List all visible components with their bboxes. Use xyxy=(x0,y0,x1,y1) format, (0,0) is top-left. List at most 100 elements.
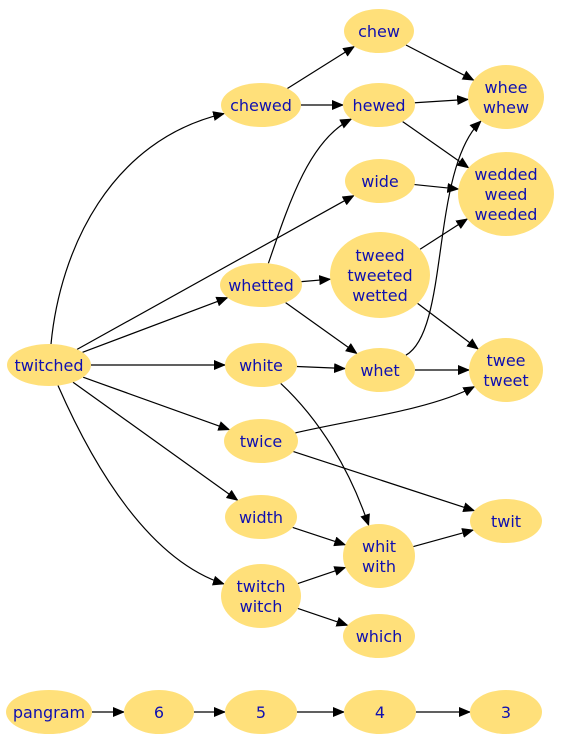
node-n6: 6 xyxy=(124,690,194,734)
node-label: tweet xyxy=(483,371,528,390)
node-ellipse xyxy=(225,343,297,387)
node-whetted: whetted xyxy=(220,263,302,307)
node-label: chew xyxy=(358,22,400,41)
node-ellipse xyxy=(458,152,554,236)
node-label: 6 xyxy=(154,703,164,722)
node-ellipse xyxy=(7,344,91,386)
node-label: twee xyxy=(486,351,525,370)
node-label: weeded xyxy=(475,205,538,224)
node-label: whet xyxy=(360,361,399,380)
edge-width-to-whitwith xyxy=(292,526,347,547)
node-label: wetted xyxy=(352,286,407,305)
node-label: wedded xyxy=(474,165,537,184)
node-n4: 4 xyxy=(344,690,416,734)
node-label: 4 xyxy=(375,703,385,722)
node-label: whee xyxy=(485,78,528,97)
node-ellipse xyxy=(470,690,542,734)
edge-chew-to-wheewhew xyxy=(405,44,475,81)
edge-whitwith-to-twit xyxy=(413,528,475,548)
node-ellipse xyxy=(470,499,542,543)
node-label: which xyxy=(356,627,403,646)
edge-tweed-to-wedded xyxy=(419,218,469,250)
node-label: pangram xyxy=(13,703,85,722)
node-label: witch xyxy=(240,597,283,616)
node-label: width xyxy=(239,508,283,527)
node-ellipse xyxy=(343,83,415,127)
node-label: twit xyxy=(491,512,521,531)
node-ellipse xyxy=(343,614,415,658)
node-label: hewed xyxy=(352,96,405,115)
edge-hewed-to-wheewhew xyxy=(414,95,470,106)
node-label: white xyxy=(239,356,283,375)
node-n3: 3 xyxy=(470,690,542,734)
node-label: twice xyxy=(240,432,282,451)
node-whet: whet xyxy=(345,348,415,392)
node-label: twitch xyxy=(236,577,285,596)
node-ellipse xyxy=(469,338,543,402)
node-label: whew xyxy=(483,98,529,117)
node-ellipse xyxy=(220,263,302,307)
node-label: with xyxy=(362,557,396,576)
node-chew: chew xyxy=(344,9,414,53)
edge-twitched-to-wide xyxy=(76,195,355,350)
edge-white-to-whet xyxy=(296,363,347,374)
edge-twitched-to-chewed xyxy=(50,111,226,345)
node-wide: wide xyxy=(345,159,415,203)
node-label: tweed xyxy=(355,246,404,265)
node-twitched: twitched xyxy=(7,344,91,386)
edge-whet-to-wheewhew xyxy=(405,120,482,356)
node-ellipse xyxy=(225,495,297,539)
node-white: white xyxy=(225,343,297,387)
edge-whetted-to-tweed xyxy=(301,275,332,286)
edge-tweed-to-tweetweet xyxy=(417,302,479,350)
edge-twitched-to-whetted xyxy=(82,296,229,353)
node-ellipse xyxy=(345,159,415,203)
edge-twitched-to-twice xyxy=(82,376,231,431)
edge-chewed-to-chew xyxy=(287,46,356,89)
node-ellipse xyxy=(224,419,298,463)
node-ellipse xyxy=(345,348,415,392)
node-label: tweeted xyxy=(347,266,412,285)
node-ellipse xyxy=(221,83,301,127)
node-ellipse xyxy=(344,690,416,734)
node-ellipse xyxy=(468,65,544,129)
node-label: 3 xyxy=(501,703,511,722)
node-ellipse xyxy=(344,9,414,53)
node-ellipse xyxy=(225,690,297,734)
node-ellipse xyxy=(6,690,92,734)
edge-twice-to-twit xyxy=(293,451,476,512)
node-ellipse xyxy=(124,690,194,734)
edge-twice-to-tweetweet xyxy=(295,386,476,434)
node-twit: twit xyxy=(470,499,542,543)
node-ellipse xyxy=(221,564,301,628)
edge-whetted-to-whet xyxy=(285,302,358,355)
edge-hewed-to-wedded xyxy=(402,121,470,169)
node-ellipse xyxy=(330,232,430,318)
node-label: 5 xyxy=(256,703,266,722)
edge-twitchwitch-to-which xyxy=(297,607,349,627)
node-which: which xyxy=(343,614,415,658)
node-label: wide xyxy=(361,172,399,191)
node-label: chewed xyxy=(230,96,292,115)
edge-twitched-to-width xyxy=(72,381,239,501)
node-width: width xyxy=(225,495,297,539)
node-twice: twice xyxy=(224,419,298,463)
node-label: whetted xyxy=(228,276,294,295)
node-chewed: chewed xyxy=(221,83,301,127)
node-label: weed xyxy=(485,185,528,204)
node-label: twitched xyxy=(14,356,83,375)
edge-whetted-to-hewed xyxy=(267,118,353,264)
node-hewed: hewed xyxy=(343,83,415,127)
edge-white-to-whitwith xyxy=(280,382,370,527)
node-pangram: pangram xyxy=(6,690,92,734)
node-ellipse xyxy=(343,524,415,588)
